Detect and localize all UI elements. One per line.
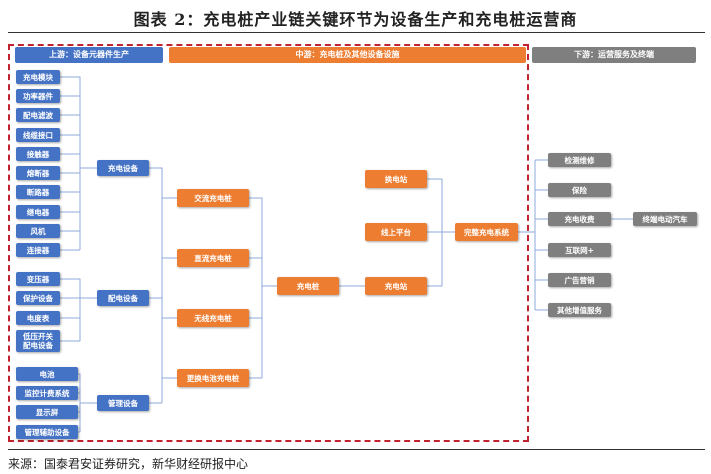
component-box: 功率器件 (16, 89, 60, 103)
footer-rule (8, 449, 705, 450)
component-box: 电度表 (16, 311, 60, 325)
upstream-midstream-boundary (8, 44, 529, 442)
component-box: 低压开关 配电设备 (16, 330, 60, 352)
component-box: 电池 (16, 367, 78, 381)
charging-pile: 充电桩 (277, 277, 339, 295)
component-box: 熔断器 (16, 166, 60, 180)
aggregate-distribution-equipment: 配电设备 (97, 290, 149, 306)
downstream-item: 其他增值服务 (548, 303, 611, 317)
downstream-item: 检测维修 (548, 153, 611, 167)
component-box: 保护设备 (16, 291, 60, 305)
aggregate-charging-equipment: 充电设备 (97, 160, 149, 176)
aggregate-management-equipment: 管理设备 (97, 395, 149, 411)
header-downstream: 下游：运营服务及终端 (532, 47, 696, 63)
source-note: 来源：国泰君安证券研究，新华财经研报中心 (8, 457, 249, 471)
pile-type-battery-swap: 更换电池充电桩 (177, 369, 249, 387)
component-box: 风机 (16, 224, 60, 238)
component-box: 线缆接口 (16, 128, 60, 142)
pile-type-dc: 直流充电桩 (177, 249, 249, 267)
downstream-item: 广告营销 (548, 273, 611, 287)
component-box: 继电器 (16, 205, 60, 219)
pile-type-ac: 交流充电桩 (177, 189, 249, 207)
title-rule (8, 32, 705, 33)
online-platform: 线上平台 (365, 223, 427, 241)
terminal-ev: 终端电动汽车 (633, 212, 697, 226)
figure-title: 图表 2：充电桩产业链关键环节为设备生产和充电桩运营商 (133, 10, 578, 29)
complete-charging-system: 完整充电系统 (455, 223, 518, 241)
downstream-item: 保险 (548, 183, 611, 197)
component-box: 断路器 (16, 185, 60, 199)
battery-swap-station: 换电站 (365, 170, 427, 188)
charging-station: 充电站 (365, 277, 427, 295)
pile-type-wireless: 无线充电桩 (177, 309, 249, 327)
downstream-item: 互联网+ (548, 243, 611, 257)
component-box: 管理辅助设备 (16, 425, 78, 439)
component-box: 显示屏 (16, 405, 78, 419)
component-box: 充电模块 (16, 70, 60, 84)
component-box: 接触器 (16, 147, 60, 161)
component-box: 变压器 (16, 272, 60, 286)
component-box: 连接器 (16, 243, 60, 257)
downstream-item: 充电收费 (548, 212, 611, 226)
component-box: 监控计费系统 (16, 386, 78, 400)
header-upstream: 上游：设备元器件生产 (15, 47, 163, 63)
header-midstream: 中游：充电桩及其他设备设施 (169, 47, 526, 63)
component-box: 配电滤波 (16, 108, 60, 122)
